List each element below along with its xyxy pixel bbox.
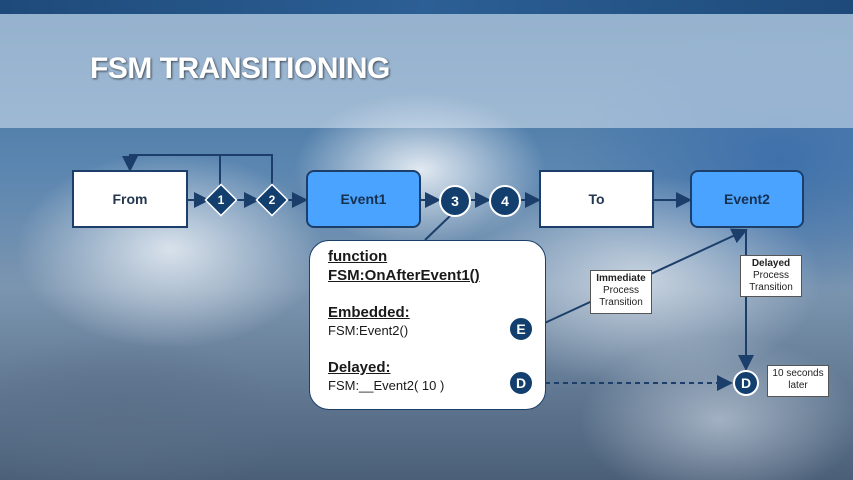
step-4-node: 4 <box>489 185 521 217</box>
slide-title: FSM TRANSITIONING <box>90 52 390 85</box>
step-1-label: 1 <box>217 193 225 207</box>
function-link <box>424 215 451 241</box>
later-note-line2: later <box>788 380 808 391</box>
function-keyword: function <box>328 248 388 265</box>
immediate-note-line2: Process <box>602 285 640 296</box>
function-name: FSM:OnAfterEvent1() <box>328 267 480 284</box>
delayed-label: Delayed: <box>328 359 391 376</box>
delayed-marker: D <box>508 370 534 396</box>
function-box: function FSM:OnAfterEvent1() Embedded: F… <box>309 240 546 410</box>
later-note: 10 seconds later <box>767 365 829 397</box>
delayed-note-title: Delayed <box>751 258 791 269</box>
state-from: From <box>72 170 188 228</box>
delayed-end-marker: D <box>733 370 759 396</box>
state-event2: Event2 <box>690 170 804 228</box>
state-to: To <box>539 170 654 228</box>
immediate-note-line3: Transition <box>599 297 643 308</box>
immediate-note: Immediate Process Transition <box>590 270 652 314</box>
delayed-note: Delayed Process Transition <box>740 255 802 297</box>
embedded-marker: E <box>508 316 534 342</box>
delayed-note-line3: Transition <box>749 282 793 293</box>
step-2-diamond <box>255 183 289 217</box>
top-strip <box>0 0 853 14</box>
delayed-note-line2: Process <box>752 270 790 281</box>
later-note-line1: 10 seconds <box>772 368 824 379</box>
loop-connector-2 <box>220 154 273 186</box>
state-event1: Event1 <box>306 170 421 228</box>
embedded-call: FSM:Event2() <box>328 323 409 338</box>
loop-connector-1 <box>122 154 221 186</box>
step-3-node: 3 <box>439 185 471 217</box>
step-1-diamond <box>204 183 238 217</box>
delayed-call: FSM:__Event2( 10 ) <box>328 378 445 393</box>
step-2-label: 2 <box>268 193 276 207</box>
embedded-label: Embedded: <box>328 304 410 321</box>
title-band <box>0 14 853 128</box>
immediate-note-title: Immediate <box>596 273 646 284</box>
